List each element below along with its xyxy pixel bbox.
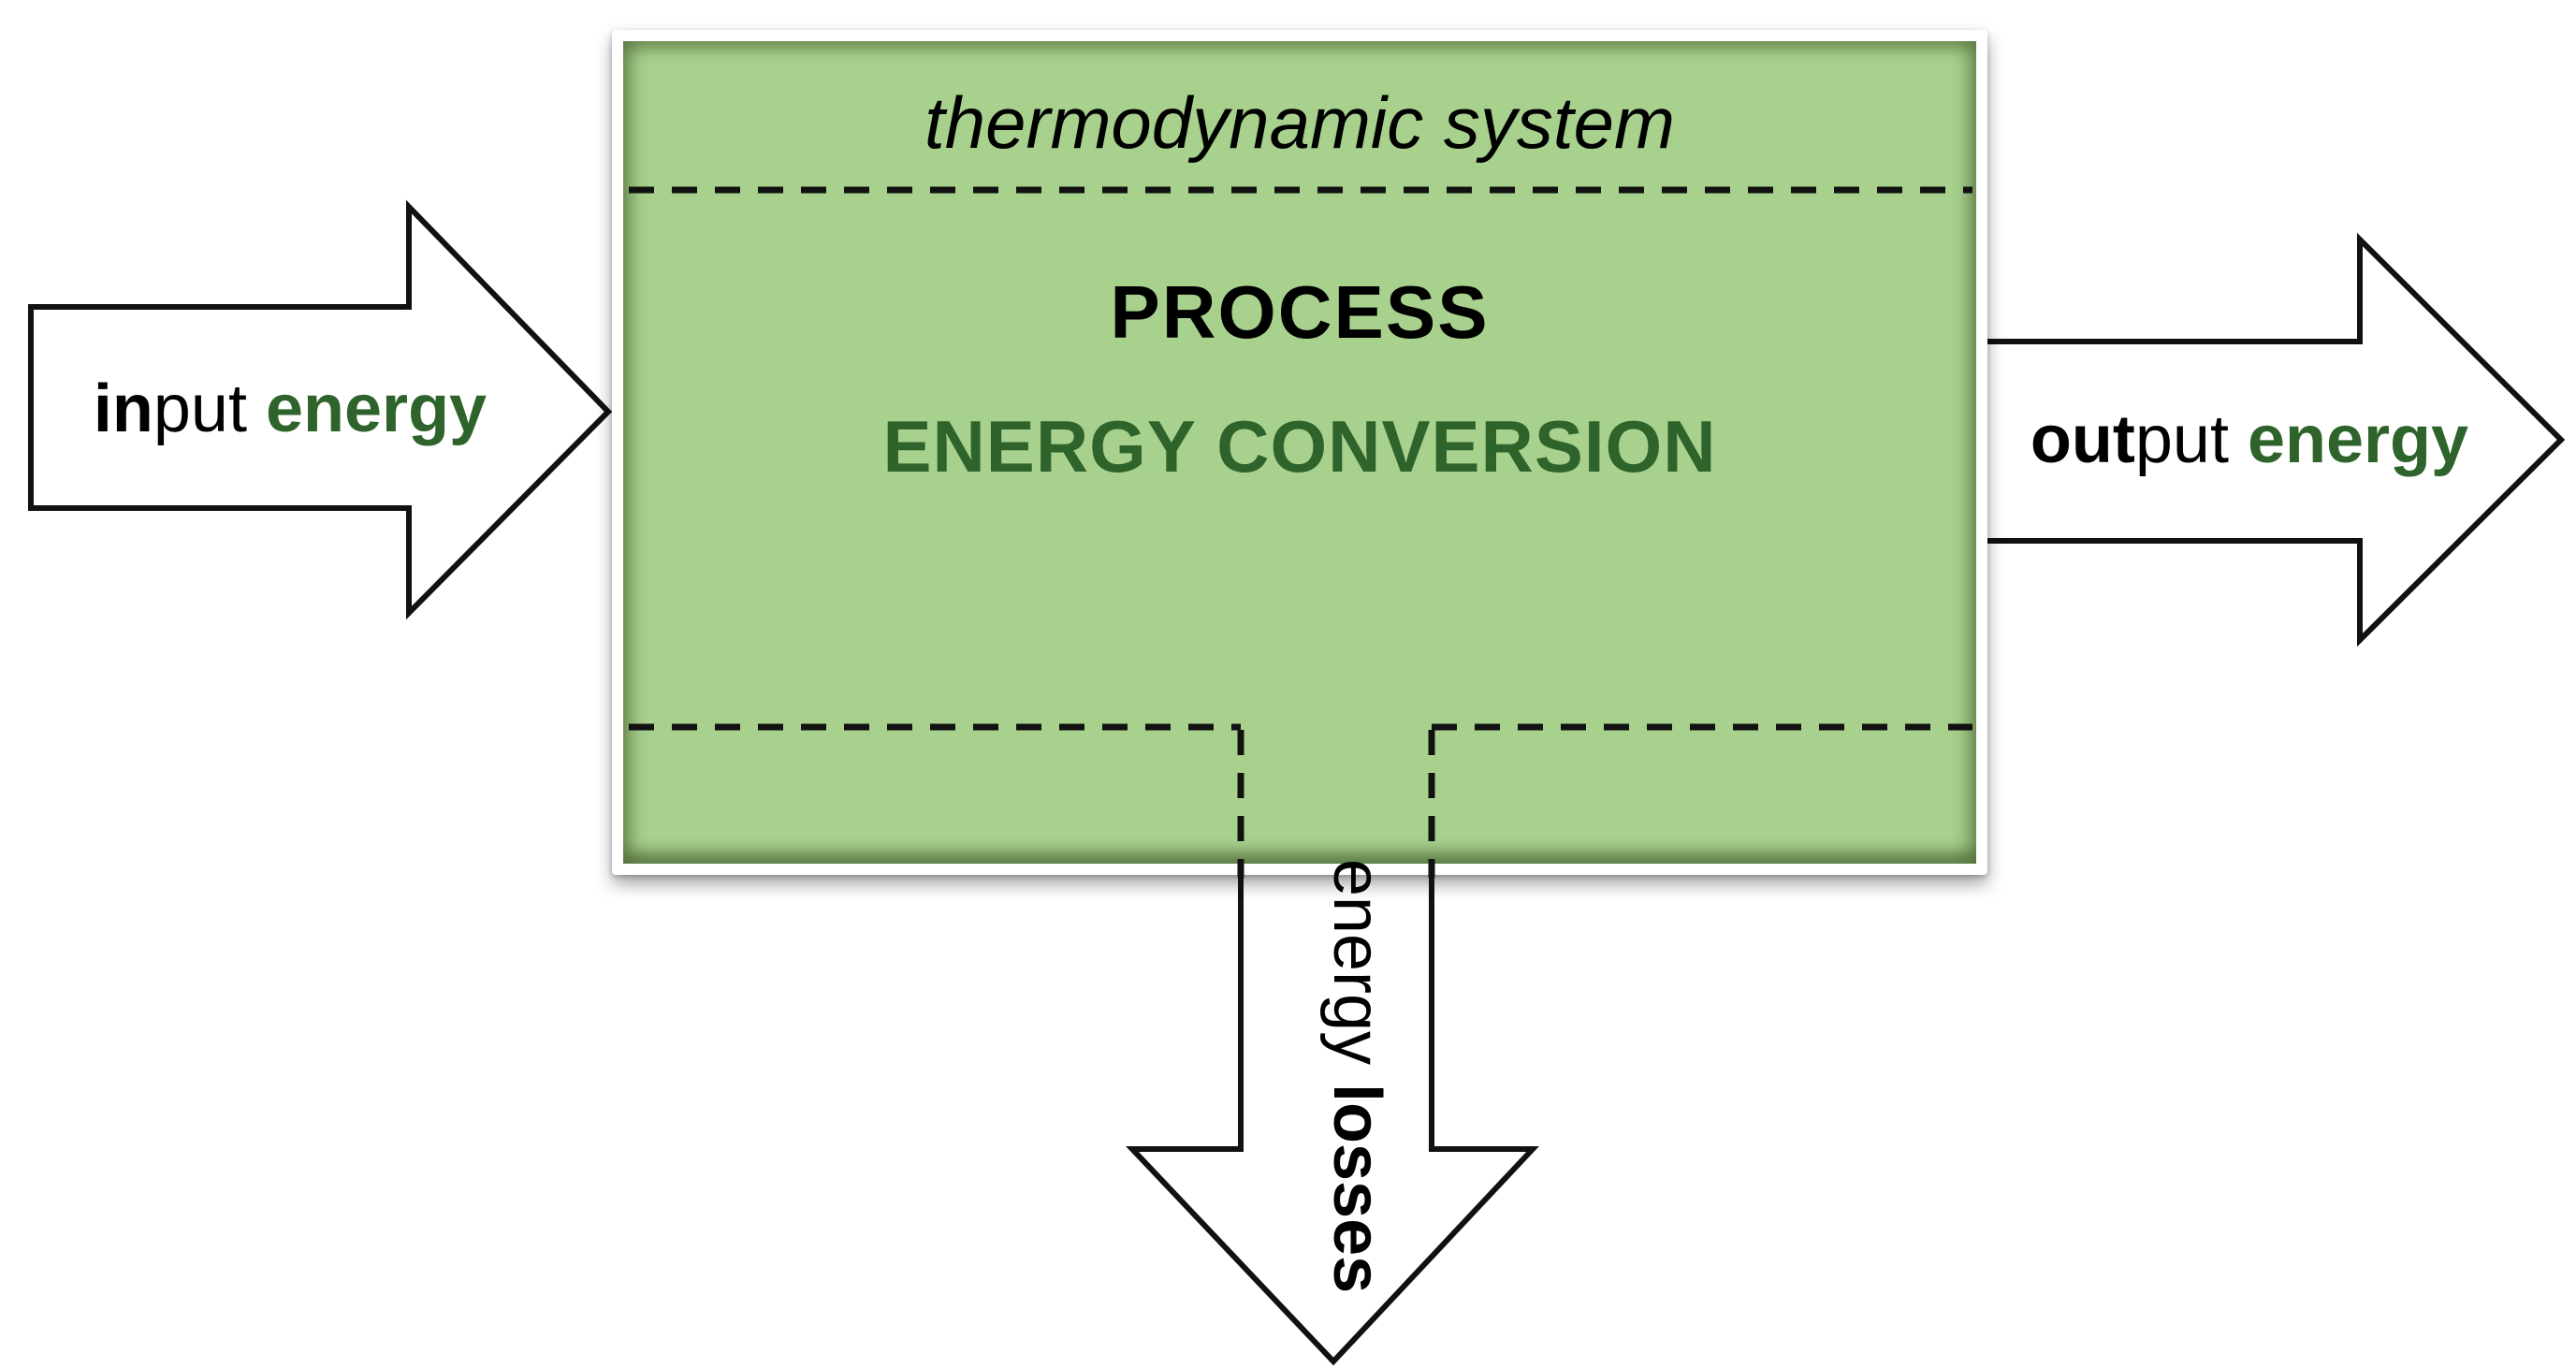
output-prefix-bold: out [2030, 402, 2135, 477]
output-rest: put [2134, 402, 2248, 477]
energy-losses-arrow-icon [1126, 878, 1539, 1366]
energy-conversion-label: ENERGY CONVERSION [882, 405, 1717, 488]
output-energy-word: energy [2247, 402, 2469, 477]
input-rest: put [153, 371, 266, 446]
output-energy-arrow-icon [1962, 232, 2566, 648]
output-energy-label: output energy [1993, 399, 2506, 481]
input-energy-label: input energy [33, 368, 547, 450]
input-energy-word: energy [265, 371, 488, 446]
process-label: PROCESS [1110, 270, 1490, 354]
input-energy-arrow-icon [28, 199, 613, 620]
thermodynamic-system-box [612, 30, 1987, 875]
losses-bold-word: losses [1319, 1084, 1394, 1294]
input-prefix-bold: in [93, 371, 153, 446]
energy-losses-label: energy losses [1315, 814, 1399, 1338]
system-title: thermodynamic system [924, 81, 1675, 164]
losses-normal-word: energy [1319, 858, 1394, 1084]
